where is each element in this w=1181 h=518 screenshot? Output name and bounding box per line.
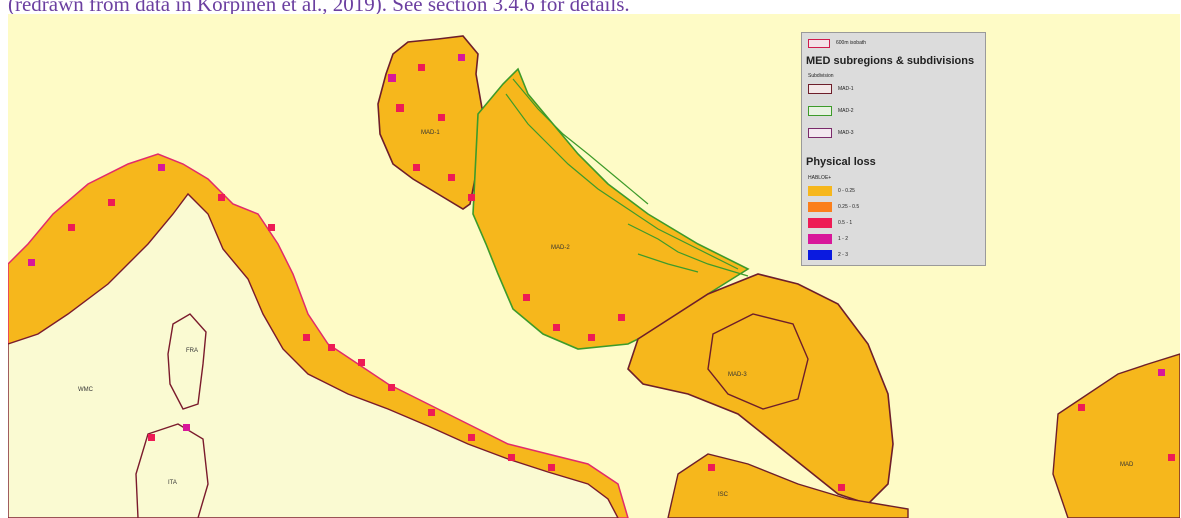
- map-panel[interactable]: MAD-1 MAD-2 MAD-3 WMC FRA ITA ISC MAD 60…: [8, 14, 1180, 518]
- legend-class-row: 2 - 3: [808, 249, 848, 261]
- east-shelf: [1052, 353, 1180, 518]
- legend-subdivision-row: MAD-1: [808, 83, 854, 95]
- dalmatian-islands: [505, 78, 749, 277]
- isobath-swatch: [808, 38, 830, 48]
- legend-class-row: 0.5 - 1: [808, 217, 852, 229]
- label-mad3: MAD-3: [728, 372, 747, 378]
- corsica-island: [167, 313, 207, 410]
- legend-subdivision-row: MAD-2: [808, 105, 854, 117]
- sardinia-island: [135, 423, 209, 518]
- loss-cells: [28, 54, 1175, 491]
- legend-subdivision-caption: Subdivision: [808, 73, 834, 79]
- legend-isobath-row: 600m isobath: [808, 37, 866, 49]
- label-ita: ITA: [168, 480, 177, 486]
- label-fra: FRA: [186, 348, 198, 354]
- map-canvas[interactable]: MAD-1 MAD-2 MAD-3 WMC FRA ITA ISC MAD: [8, 14, 1180, 518]
- south-italy-shelf: [667, 453, 909, 518]
- mad1-zone: [377, 35, 484, 210]
- figure-caption: (redrawn from data in Korpinen et al., 2…: [8, 0, 630, 16]
- legend-subdivision-row: MAD-3: [808, 127, 854, 139]
- legend-class-row: 1 - 2: [808, 233, 848, 245]
- mad3-inner-contour: [707, 313, 809, 410]
- legend-subregions-title: MED subregions & subdivisions: [806, 55, 975, 67]
- label-wmed: WMC: [78, 387, 94, 393]
- legend-physical-loss-title: Physical loss: [806, 156, 876, 168]
- legend-class-row: 0.25 - 0.5: [808, 201, 859, 213]
- label-east: MAD: [1120, 462, 1134, 468]
- mad2-zone: [472, 67, 750, 350]
- legend-isobath-label: 600m isobath: [836, 40, 867, 46]
- mad3-zone: [627, 273, 894, 505]
- map-legend: 600m isobath MED subregions & subdivisio…: [801, 32, 986, 266]
- label-ionian: ISC: [718, 492, 729, 498]
- label-mad2: MAD-2: [551, 245, 570, 251]
- legend-class-row: 0 - 0.25: [808, 185, 855, 197]
- legend-unit: HABLOE+: [808, 175, 832, 181]
- label-mad1: MAD-1: [421, 130, 440, 136]
